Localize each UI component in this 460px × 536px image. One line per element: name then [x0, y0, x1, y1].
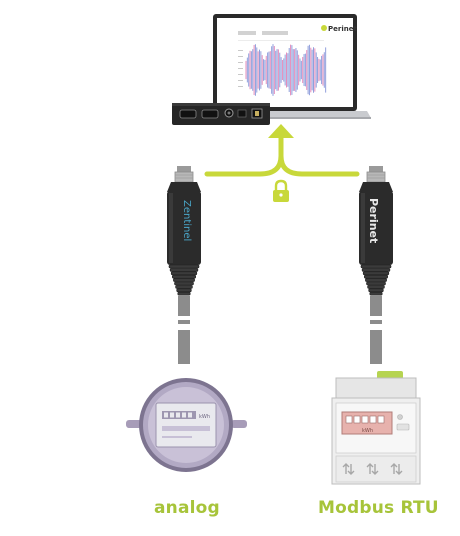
cable-left-wire-bottom [178, 330, 190, 364]
cable-right: Perinet [359, 166, 393, 364]
strain-rib [369, 291, 383, 296]
strain-rib [368, 288, 384, 293]
strain-rib [366, 281, 386, 286]
analog-meter-unit: kWh [199, 414, 210, 420]
strain-rib [363, 274, 388, 279]
cable-left-brand: Zentinel [181, 200, 192, 241]
cable-left-wire-top [178, 296, 190, 316]
strain-rib [169, 268, 199, 272]
strain-rib [173, 278, 195, 282]
gateway-port-3 [237, 109, 247, 118]
cable-right-body [359, 191, 393, 265]
strain-rib [361, 268, 391, 272]
screen-logo-text: Perinet [328, 25, 357, 33]
cable-right-wire-bottom [370, 330, 382, 364]
strain-rib [170, 271, 198, 276]
analog-meter-disc-window [162, 426, 210, 431]
strain-rib [362, 271, 390, 276]
strain-rib [360, 264, 392, 269]
strain-rib [176, 288, 192, 293]
modbus-meter-clip [377, 371, 403, 379]
meter-ear-left [126, 420, 142, 428]
strain-rib [168, 264, 200, 269]
cable-right-brand: Perinet [367, 198, 380, 243]
cable-left: Zentinel [167, 166, 201, 364]
lock-icon [273, 179, 289, 202]
modbus-meter-top [335, 377, 417, 401]
cable-left-body [167, 191, 201, 265]
data-flow-arrow [204, 131, 360, 177]
strain-rib [175, 285, 193, 289]
screen-waveform [245, 44, 327, 96]
gateway-port-2 [201, 109, 219, 119]
strain-rib [172, 274, 197, 279]
arrow-left-branch [204, 131, 284, 177]
strain-rib [174, 281, 194, 286]
strain-rib [367, 285, 385, 289]
connector-left [174, 171, 194, 183]
analog-meter-face [155, 402, 217, 448]
gateway-port-1 [179, 109, 197, 119]
modbus-meter-unit: kWh [362, 428, 373, 434]
screen-axis [238, 50, 243, 87]
caption-analog: analog [154, 498, 220, 518]
caption-modbus-rtu: Modbus RTU [318, 498, 439, 518]
logo-dot-icon [321, 25, 327, 31]
arrow-up-icon [268, 124, 294, 138]
gateway-body [172, 103, 270, 125]
modbus-meter-button [396, 423, 410, 431]
arrow-right-branch [278, 153, 360, 177]
screen-logo: Perinet [321, 25, 357, 33]
connector-right [366, 171, 386, 183]
cable-right-wire-top [370, 296, 382, 316]
modbus-meter: kWh [331, 371, 421, 485]
strain-rib [365, 278, 387, 282]
gateway-device [172, 103, 270, 125]
strain-relief-right [360, 264, 392, 296]
meter-ear-right [231, 420, 247, 428]
strain-rib [177, 291, 191, 296]
modbus-meter-terminals [335, 455, 417, 483]
analog-meter: kWh [126, 378, 247, 472]
modbus-meter-led [397, 414, 403, 420]
strain-relief-left [168, 264, 200, 296]
